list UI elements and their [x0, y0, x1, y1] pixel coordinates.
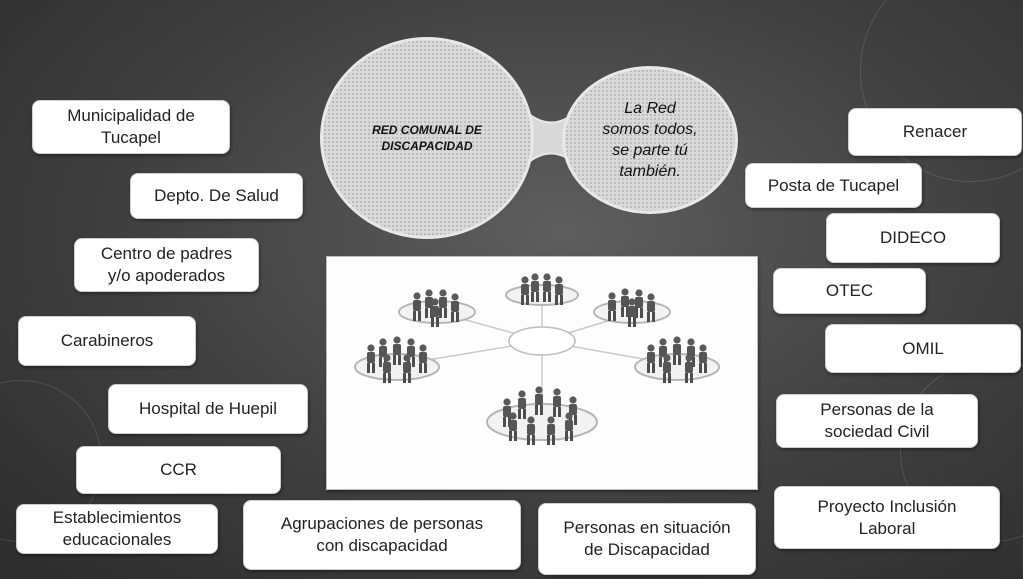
- box-label-line: Personas de la: [820, 400, 934, 419]
- box-sociedad-civil: Personas de la sociedad Civil: [776, 394, 978, 448]
- box-label-line: y/o apoderados: [107, 266, 226, 285]
- slogan-line: La Red: [624, 100, 676, 117]
- box-label-line: Personas en situación: [563, 518, 731, 537]
- box-label-line: Establecimientos: [52, 508, 182, 527]
- box-label: Carabineros: [60, 331, 154, 350]
- box-label-line: Agrupaciones de personas: [280, 514, 484, 533]
- box-label: Renacer: [902, 122, 968, 141]
- box-renacer: Renacer: [848, 108, 1022, 156]
- box-personas-situacion: Personas en situación de Discapacidad: [538, 503, 756, 575]
- box-label: CCR: [160, 460, 197, 479]
- box-label-line: con discapacidad: [316, 536, 448, 555]
- box-label-line: Tucapel: [101, 128, 161, 147]
- box-agrupaciones: Agrupaciones de personas con discapacidad: [243, 500, 521, 570]
- box-label: Posta de Tucapel: [767, 175, 900, 195]
- box-label: Depto. De Salud: [154, 186, 279, 205]
- slogan-circle: La Red somos todos, se parte tú también.: [562, 66, 738, 214]
- box-omil: OMIL: [825, 324, 1021, 373]
- box-label-line: educacionales: [62, 530, 172, 549]
- slogan-line: se parte tú: [612, 142, 688, 159]
- box-label: OMIL: [902, 338, 944, 358]
- box-label-line: Laboral: [858, 518, 916, 538]
- box-label-line: Proyecto Inclusión: [817, 496, 957, 516]
- box-otec: OTEC: [773, 268, 926, 314]
- people-network-image: [326, 256, 758, 490]
- people-network-icon: [354, 273, 720, 445]
- box-hospital: Hospital de Huepil: [108, 384, 308, 434]
- box-label: OTEC: [825, 281, 874, 300]
- box-label-line: Municipalidad de: [67, 106, 195, 125]
- box-label-line: de Discapacidad: [584, 540, 710, 559]
- red-comunal-circle: RED COMUNAL DE DISCAPACIDAD: [320, 37, 534, 239]
- box-label-line: sociedad Civil: [824, 422, 930, 441]
- box-posta: Posta de Tucapel: [745, 163, 922, 208]
- box-label: DIDECO: [879, 228, 947, 247]
- box-label-line: Centro de padres: [100, 244, 233, 263]
- box-carabineros: Carabineros: [18, 316, 196, 366]
- box-establecimientos: Establecimientos educacionales: [16, 504, 218, 554]
- box-municipalidad: Municipalidad de Tucapel: [32, 100, 230, 154]
- box-centro-padres: Centro de padres y/o apoderados: [74, 238, 259, 292]
- box-dideco: DIDECO: [826, 213, 1000, 263]
- box-depto-salud: Depto. De Salud: [130, 173, 303, 219]
- box-ccr: CCR: [76, 446, 281, 494]
- slogan-line: somos todos,: [602, 121, 698, 138]
- circle-title-line: DISCAPACIDAD: [381, 139, 473, 153]
- box-label: Hospital de Huepil: [139, 399, 277, 418]
- circle-title-line: RED COMUNAL DE: [372, 123, 482, 137]
- slogan-line: también.: [619, 163, 681, 180]
